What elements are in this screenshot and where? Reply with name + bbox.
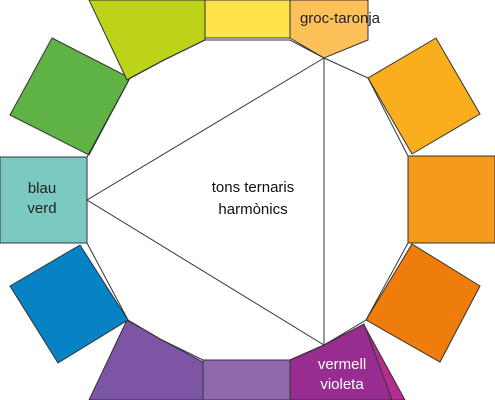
- swatch-red-orange: [365, 243, 481, 363]
- label-yellow-orange: groc-taronja: [300, 10, 381, 27]
- center-label-line2: harmònics: [218, 201, 287, 218]
- swatch-yellow-orange: [289, 0, 369, 59]
- label-red-violet-line2: violeta: [320, 376, 364, 393]
- swatch-orange-yellow: [367, 37, 481, 155]
- swatch-green: [9, 37, 131, 156]
- swatch-orange: [407, 155, 495, 244]
- swatch-violet: [202, 359, 291, 400]
- label-blue-green-line2: verd: [27, 200, 56, 217]
- swatch-blue: [9, 244, 129, 364]
- swatch-yellow: [204, 0, 291, 39]
- center-label-line1: tons ternaris: [212, 179, 295, 196]
- ternary-triangle: [86, 57, 325, 346]
- label-red-violet-line1: vermell: [318, 356, 366, 373]
- wheel-outline: [86, 39, 409, 361]
- label-blue-green-line1: blau: [28, 180, 56, 197]
